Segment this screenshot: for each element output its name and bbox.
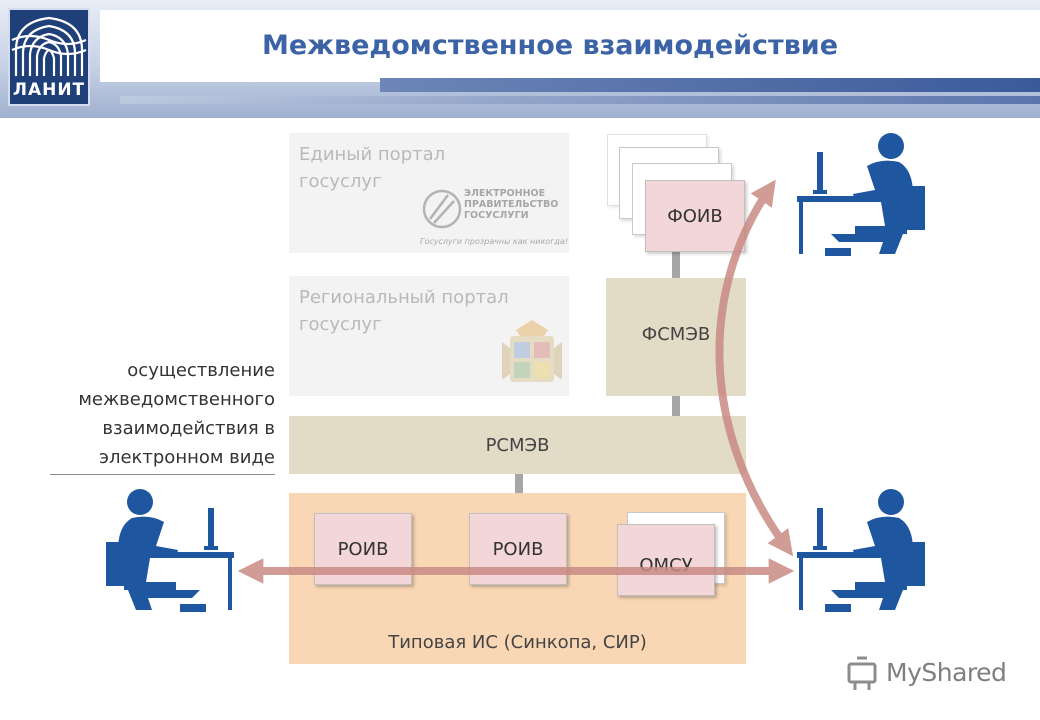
roiv-label-1: РОИВ (337, 538, 389, 560)
header-title-area (100, 10, 1040, 82)
regional-portal-box: Региональный портал госуслуг (289, 276, 569, 396)
regional-portal-label: Региональный портал госуслуг (299, 287, 509, 335)
e-government-emblem-icon (422, 189, 462, 229)
connector-rsmev-typical (515, 474, 523, 493)
regional-coat-of-arms-icon (502, 320, 562, 382)
connector-fsmev-rsmev (672, 396, 680, 416)
fsmev-box: ФСМЭВ (606, 278, 746, 396)
foiv-box: ФОИВ (645, 180, 745, 252)
header-stripe (380, 78, 1040, 92)
lanit-logo-icon (11, 16, 87, 76)
foiv-label: ФОИВ (667, 205, 723, 227)
person-at-computer-icon (797, 133, 925, 256)
rsmev-label: РСМЭВ (485, 434, 550, 456)
roiv-box-1: РОИВ (314, 513, 412, 585)
rsmev-bus: РСМЭВ (289, 416, 746, 474)
unified-portal-box: Единый портал госуслуг (289, 133, 569, 253)
header-stripe-secondary (120, 96, 1040, 104)
side-note: осуществление межведомственного взаимоде… (78, 360, 275, 468)
connector-foiv-fsmev (672, 250, 680, 278)
watermark-logo-icon (847, 656, 877, 690)
roiv-box-2: РОИВ (469, 513, 567, 585)
roiv-label-2: РОИВ (492, 538, 544, 560)
watermark-text: MyShared (886, 658, 1007, 687)
page-title: Межведомственное взаимодействие (261, 30, 839, 61)
unified-portal-label: Единый портал госуслуг (299, 144, 446, 192)
lanit-logo: ЛАНИТ (8, 8, 90, 106)
e-government-tagline: Госуслуги прозрачны как никогда! (420, 237, 569, 246)
typical-is-label: Типовая ИС (Синкопа, СИР) (388, 632, 647, 653)
person-at-computer-icon (106, 489, 234, 612)
e-government-logo-text: ЭЛЕКТРОННОЕ ПРАВИТЕЛЬСТВО ГОСУСЛУГИ (464, 188, 559, 221)
omsu-box: ОМСУ (617, 524, 715, 596)
person-at-computer-icon (797, 489, 925, 612)
fsmev-label: ФСМЭВ (641, 324, 711, 345)
omsu-label: ОМСУ (639, 554, 693, 576)
side-note-underline (50, 474, 275, 475)
logo-text: ЛАНИТ (12, 80, 86, 100)
